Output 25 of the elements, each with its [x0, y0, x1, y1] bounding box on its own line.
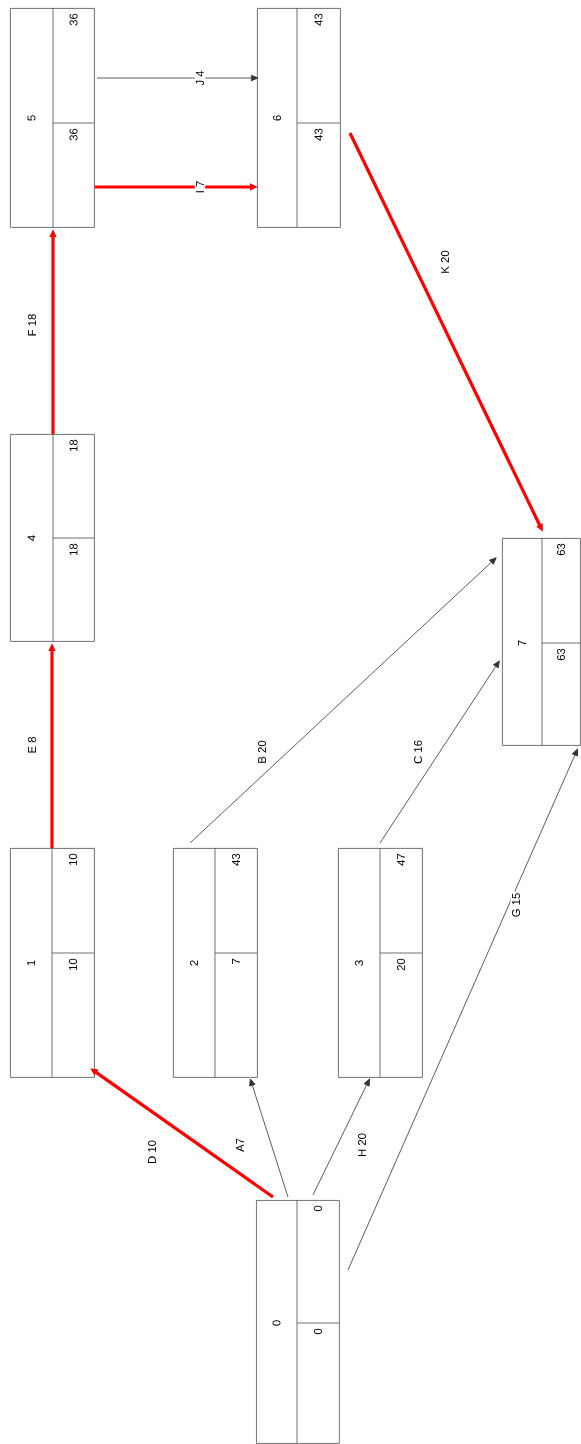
arrow [249, 1078, 289, 1198]
event-box: 0 0 0 [256, 1199, 340, 1444]
edge-label: E 8 [26, 735, 38, 755]
edge-label: H 20 [356, 1131, 368, 1159]
event-box: 7 63 63 [502, 537, 581, 746]
edge-label: J 4 [194, 69, 206, 87]
event-box: 2 7 43 [173, 847, 258, 1078]
edge-label: D 10 [146, 1138, 158, 1166]
event-box: 4 18 18 [10, 433, 95, 642]
edge-label: K 20 [439, 249, 451, 275]
arrow [379, 660, 500, 844]
edge-label: I 7 [194, 179, 206, 195]
arrow [347, 748, 578, 1271]
event-box: 5 36 36 [10, 7, 95, 228]
arrow [189, 557, 497, 844]
arrow [312, 1078, 370, 1196]
edge-label: C 16 [412, 738, 424, 766]
edge-label: G 15 [510, 891, 522, 919]
event-box: 3 20 47 [338, 847, 423, 1078]
event-box: 1 10 10 [10, 847, 95, 1078]
edge-label: A7 [234, 1136, 246, 1154]
edge-label: F 18 [26, 312, 38, 338]
arrow [96, 74, 259, 82]
edge-label: B 20 [256, 739, 268, 765]
event-box: 6 43 43 [257, 7, 341, 228]
